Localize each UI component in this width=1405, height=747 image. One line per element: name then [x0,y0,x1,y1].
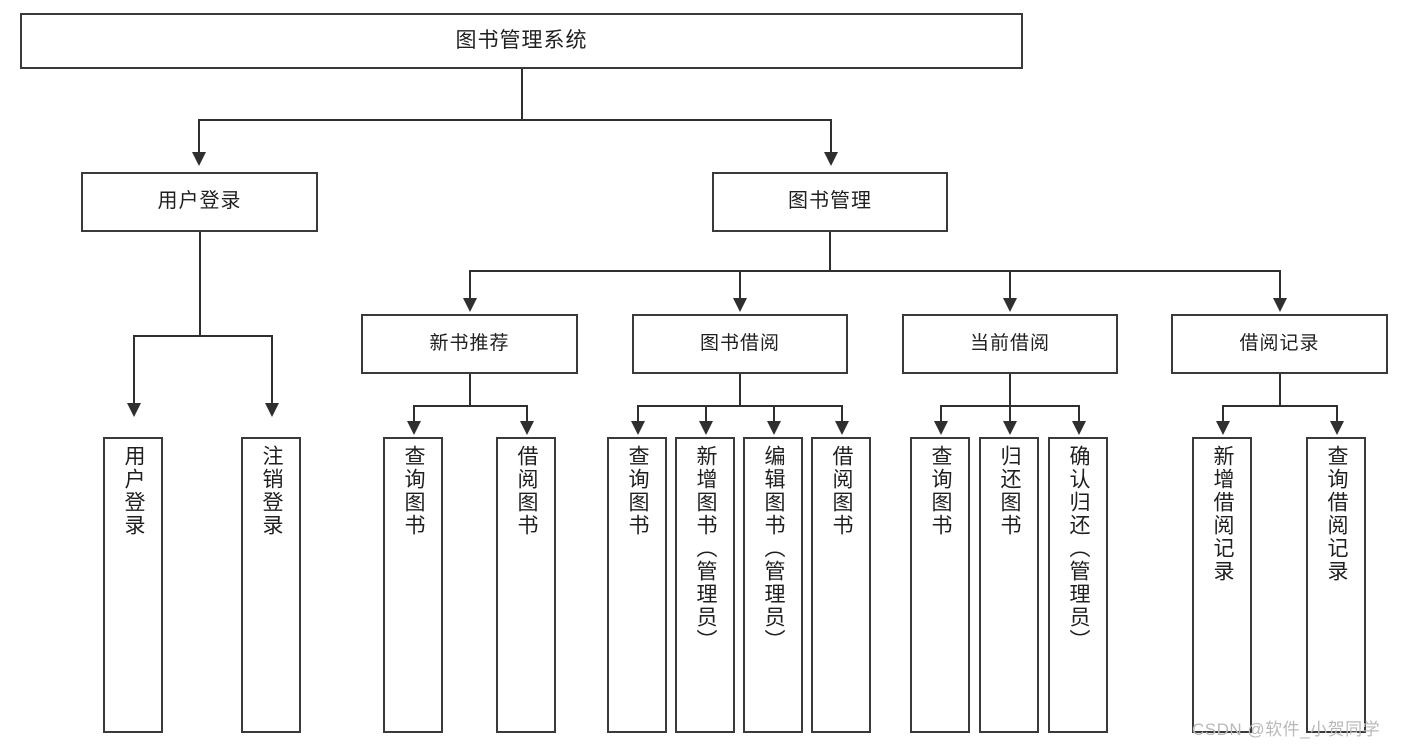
leaf-borrow-record-query-record[interactable]: 查询借阅记录 [1306,437,1366,733]
connector-user-login-to-leaf-1 [133,335,135,405]
connector-root-stem [521,69,523,120]
node-label: 新书推荐 [429,332,510,354]
leaf-book-borrow-add-book-admin[interactable]: 新增图书（管理员） [675,437,735,733]
connector-current-borrow-to-leaf-3 [1078,405,1080,423]
leaf-book-borrow-borrow-book[interactable]: 借阅图书 [811,437,871,733]
node-label: 查询图书 [929,445,953,537]
arrow-new-book-to-leaf-1 [407,421,421,435]
node-book-borrow[interactable]: 图书借阅 [632,314,848,374]
connector-book-management-stem [829,232,831,271]
leaf-current-borrow-query-book[interactable]: 查询图书 [910,437,970,733]
node-label: 新增图书（管理员） [694,445,718,652]
connector-current-borrow-to-leaf-1 [940,405,942,423]
node-new-book-recommend[interactable]: 新书推荐 [361,314,578,374]
node-label: 查询图书 [402,445,426,537]
node-label: 借阅图书 [830,445,854,537]
arrow-current-borrow-to-leaf-3 [1072,421,1086,435]
node-label: 查询图书 [626,445,650,537]
node-label: 图书管理 [788,190,872,213]
connector-book-borrow-bus [637,405,842,407]
arrow-user-login-to-leaf-1 [127,403,141,417]
connector-new-book-bus [413,405,527,407]
node-label: 归还图书 [998,445,1022,537]
connector-new-book-to-leaf-2 [526,405,528,423]
arrow-root-to-book-management [824,152,838,166]
connector-new-book-to-leaf-1 [413,405,415,423]
connector-borrow-record-bus [1222,405,1337,407]
arrow-root-to-user-login [192,152,206,166]
connector-borrow-record-stem [1279,374,1281,406]
connector-book-borrow-stem [739,374,741,406]
node-label: 编辑图书（管理员） [762,445,786,652]
arrow-bm-to-new-book [463,298,477,312]
arrow-bm-to-current-borrow [1003,298,1017,312]
connector-root-to-book-management [830,119,832,154]
leaf-user-login-logout[interactable]: 注销登录 [241,437,301,733]
node-label: 用户登录 [157,190,242,213]
leaf-new-book-query-book[interactable]: 查询图书 [383,437,443,733]
leaf-book-borrow-edit-book-admin[interactable]: 编辑图书（管理员） [743,437,803,733]
node-label: 新增借阅记录 [1211,445,1235,583]
connector-root-to-user-login [198,119,200,154]
connector-book-borrow-to-leaf-2 [705,405,707,423]
arrow-bm-to-borrow-record [1273,298,1287,312]
connector-borrow-record-to-leaf-1 [1222,405,1224,423]
leaf-current-borrow-confirm-return-admin[interactable]: 确认归还（管理员） [1048,437,1108,733]
connector-bm-to-borrow-record [1279,270,1281,300]
connector-book-borrow-to-leaf-3 [773,405,775,423]
node-borrow-record[interactable]: 借阅记录 [1171,314,1388,374]
connector-book-management-bus [469,270,1281,272]
connector-user-login-stem [199,232,201,336]
node-root-book-management-system[interactable]: 图书管理系统 [20,13,1023,69]
node-current-borrow[interactable]: 当前借阅 [902,314,1118,374]
node-label: 注销登录 [260,445,284,537]
connector-bm-to-book-borrow [739,270,741,300]
connector-current-borrow-stem [1009,374,1011,406]
node-label: 图书借阅 [699,332,780,354]
connector-borrow-record-to-leaf-2 [1336,405,1338,423]
connector-book-borrow-to-leaf-4 [841,405,843,423]
connector-bm-to-new-book [469,270,471,300]
arrow-user-login-to-leaf-2 [265,403,279,417]
arrow-book-borrow-to-leaf-2 [699,421,713,435]
arrow-borrow-record-to-leaf-2 [1330,421,1344,435]
arrow-book-borrow-to-leaf-3 [767,421,781,435]
connector-book-borrow-to-leaf-1 [637,405,639,423]
connector-root-bus [198,119,832,121]
leaf-borrow-record-add-record[interactable]: 新增借阅记录 [1192,437,1252,733]
leaf-user-login-login[interactable]: 用户登录 [103,437,163,733]
arrow-book-borrow-to-leaf-1 [631,421,645,435]
connector-new-book-stem [469,374,471,406]
node-label: 查询借阅记录 [1325,445,1349,583]
leaf-current-borrow-return-book[interactable]: 归还图书 [979,437,1039,733]
arrow-current-borrow-to-leaf-2 [1003,421,1017,435]
node-label: 借阅记录 [1239,332,1320,354]
leaf-book-borrow-query-book[interactable]: 查询图书 [607,437,667,733]
connector-bm-to-current-borrow [1009,270,1011,300]
node-label: 用户登录 [122,445,146,537]
leaf-new-book-borrow-book[interactable]: 借阅图书 [496,437,556,733]
arrow-book-borrow-to-leaf-4 [835,421,849,435]
arrow-borrow-record-to-leaf-1 [1216,421,1230,435]
connector-current-borrow-to-leaf-2 [1009,405,1011,423]
node-book-management[interactable]: 图书管理 [712,172,948,232]
arrow-current-borrow-to-leaf-1 [934,421,948,435]
arrow-bm-to-book-borrow [733,298,747,312]
connector-user-login-to-leaf-2 [271,335,273,405]
node-label: 借阅图书 [515,445,539,537]
csdn-watermark: CSDN @软件_小贺同学 [1192,720,1381,739]
node-label: 图书管理系统 [455,28,588,52]
connector-user-login-bus [133,335,272,337]
node-label: 当前借阅 [969,332,1050,354]
arrow-new-book-to-leaf-2 [520,421,534,435]
node-user-login[interactable]: 用户登录 [81,172,318,232]
node-label: 确认归还（管理员） [1067,445,1091,652]
